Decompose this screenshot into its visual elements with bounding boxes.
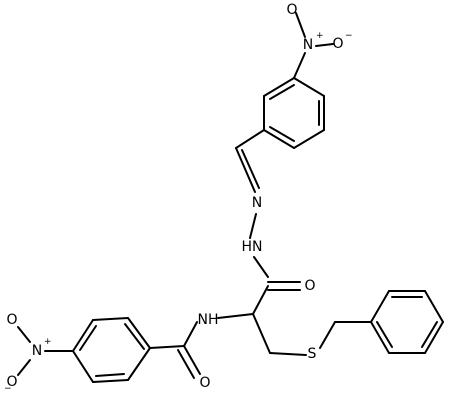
bond — [263, 77, 295, 97]
bond — [252, 285, 269, 315]
bond — [217, 313, 254, 319]
bond — [293, 77, 325, 97]
bond — [253, 256, 269, 278]
bond — [269, 84, 295, 100]
atom-label-nh: NH — [198, 312, 219, 328]
bond — [319, 321, 336, 349]
bond — [235, 147, 256, 193]
charge-minus: − — [345, 31, 353, 41]
bond — [92, 379, 129, 383]
bond — [183, 345, 201, 375]
bond — [315, 43, 334, 47]
atom-label-s: S — [308, 346, 317, 362]
bond — [235, 129, 265, 149]
bonds — [17, 12, 444, 383]
bond — [79, 325, 97, 351]
atom-label-o: O — [332, 36, 343, 52]
bond — [293, 129, 325, 149]
bond — [424, 290, 444, 323]
bond — [370, 290, 390, 323]
bond — [17, 326, 31, 343]
bond — [263, 129, 295, 149]
bond — [424, 321, 444, 354]
bond — [249, 213, 257, 239]
atom-label-o: O — [199, 375, 210, 391]
bond — [95, 373, 125, 377]
bond — [92, 317, 129, 321]
bond — [127, 317, 151, 349]
bond — [183, 321, 198, 347]
charge-plus: + — [44, 337, 52, 347]
bond — [72, 319, 94, 352]
bond — [124, 323, 145, 350]
charge-minus: − — [4, 384, 12, 394]
bond — [252, 313, 271, 354]
atom-label-n: N — [32, 343, 42, 359]
bond — [127, 347, 151, 381]
bond — [269, 352, 307, 356]
bond — [177, 349, 195, 379]
bond — [370, 321, 390, 354]
bond — [269, 126, 295, 142]
atom-label-o: O — [304, 278, 315, 294]
bond — [149, 345, 185, 349]
bond — [17, 359, 31, 376]
bond — [241, 149, 260, 189]
charge-plus: + — [316, 31, 324, 41]
atom-label-o: O — [6, 312, 17, 328]
bond — [72, 350, 94, 383]
bond — [293, 52, 306, 79]
atom-label-hn: HN — [242, 239, 263, 255]
atom-label-o: O — [6, 374, 17, 390]
bond — [421, 321, 438, 348]
bond — [295, 12, 306, 38]
bond — [376, 321, 393, 348]
atom-label-n: N — [252, 195, 262, 211]
atom-labels: O N + O − N HN O NH S O N + O O − — [4, 2, 353, 394]
atom-label-n: N — [303, 37, 313, 53]
atom-label-o: O — [286, 2, 297, 18]
